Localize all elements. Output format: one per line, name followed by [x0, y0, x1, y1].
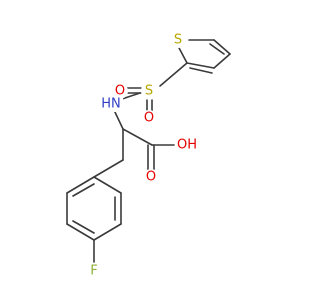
sulfonyl-sulfur-label: S: [145, 84, 153, 99]
bond-ring-c6-c1: [66, 176, 95, 194]
bond-ch2-ring: [93, 159, 124, 178]
amine-label: HN: [101, 97, 121, 112]
thiophene-sulfur-label: S: [174, 33, 182, 48]
bond-thiophene-c4-c5-double: [209, 43, 225, 55]
sulfonyl-oxygen-left-label: O: [115, 84, 125, 99]
bond-sulfonyl-s-n: [121, 92, 141, 100]
bond-thiophene-s-c2: [177, 45, 188, 64]
carbonyl-oxygen-label: O: [146, 170, 156, 185]
bond-ring-c3-c4: [93, 223, 122, 241]
hydroxyl-label: OH: [177, 138, 197, 153]
fluorophenyl-ring: [66, 176, 122, 263]
molecule-structure: S S O O HN OH O F: [66, 32, 231, 279]
bond-ring-c6-c1-double: [72, 183, 95, 197]
bond-n-alpha-c: [113, 109, 124, 130]
bond-ring-c4-c5-double: [72, 220, 95, 234]
thiophene-ring: [177, 39, 231, 74]
bond-ring-c4-c5: [66, 223, 95, 241]
fluorine-label: F: [90, 264, 97, 279]
bond-alpha-c-carboxyl-c: [122, 128, 153, 146]
sulfonyl-linkage: [121, 62, 188, 113]
atom-labels: S S O O HN OH O F: [86, 32, 199, 279]
bond-c2-sulfonyl-s: [159, 62, 188, 87]
bond-thiophene-c3-c3-double: [189, 67, 213, 74]
bond-thiophene-c2-c3: [186, 62, 215, 69]
sulfonyl-oxygen-bottom-label: O: [144, 111, 154, 126]
bond-thiophene-c4-c5: [213, 39, 231, 55]
amino-acid-backbone: [93, 109, 175, 178]
bond-thiophene-c3-c4: [213, 53, 231, 69]
bond-ring-c1-c2: [93, 176, 122, 194]
